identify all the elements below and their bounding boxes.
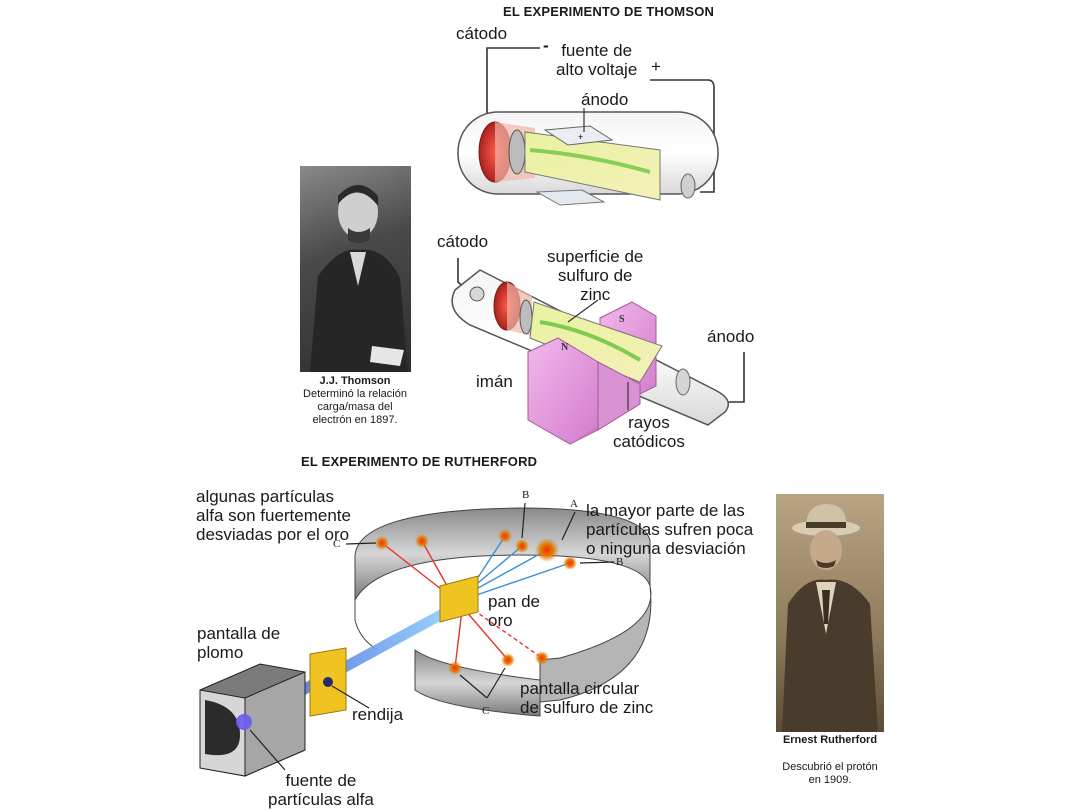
rutherford-name: Ernest Rutherford bbox=[782, 734, 878, 746]
letter-b-right: B bbox=[616, 556, 624, 568]
letter-c-bottom: C bbox=[482, 705, 490, 717]
thomson-title: EL EXPERIMENTO DE THOMSON bbox=[503, 4, 715, 19]
thomson-portrait bbox=[300, 166, 411, 372]
svg-text:+: + bbox=[578, 132, 583, 142]
label-superficie: superficie de sulfuro de zinc bbox=[547, 247, 644, 304]
pole-n-label: N bbox=[561, 342, 569, 353]
label-minus: - bbox=[543, 36, 549, 55]
label-iman: imán bbox=[476, 372, 513, 391]
label-pan-oro: pan de oro bbox=[488, 592, 540, 630]
label-fuente-voltaje: fuente de alto voltaje bbox=[556, 41, 638, 79]
thomson-caption: Determinó la relación carga/masa del ele… bbox=[303, 388, 407, 426]
label-anodo-bottom: ánodo bbox=[707, 327, 755, 346]
letter-c-left: C bbox=[333, 538, 341, 550]
scintillation-spots bbox=[375, 529, 577, 675]
letter-b-top: B bbox=[522, 489, 530, 501]
thomson-name: J.J. Thomson bbox=[319, 375, 391, 387]
thomson-tube-top: + bbox=[457, 111, 719, 206]
zinc-screen-bottom bbox=[529, 301, 663, 383]
label-pantalla-plomo: pantalla de plomo bbox=[197, 624, 281, 662]
label-fuente-alfa: fuente de partículas alfa bbox=[268, 771, 374, 809]
pole-s-label: S bbox=[619, 314, 625, 325]
label-mayor-parte: la mayor parte de las partículas sufren … bbox=[586, 501, 754, 558]
label-rendija: rendija bbox=[352, 705, 404, 724]
label-catodo-top: cátodo bbox=[456, 24, 508, 43]
label-anodo-top: ánodo bbox=[581, 90, 629, 109]
rutherford-title: EL EXPERIMENTO DE RUTHERFORD bbox=[301, 454, 538, 469]
magnet-n bbox=[527, 337, 641, 445]
label-desviadas: algunas partículas alfa son fuertemente … bbox=[196, 487, 351, 544]
rutherford-caption: Descubrió el protón en 1909. bbox=[782, 761, 878, 786]
lead-box bbox=[199, 663, 306, 777]
gold-foil bbox=[439, 575, 479, 623]
wire-cathode-top bbox=[486, 47, 540, 126]
rutherford-portrait bbox=[776, 494, 884, 732]
label-rayos-catodicos: rayos catódicos bbox=[613, 413, 685, 451]
rutherford-ring bbox=[354, 507, 652, 717]
label-pantalla-circular: pantalla circular de sulfuro de zinc bbox=[520, 679, 654, 717]
wire-anode-top bbox=[650, 79, 715, 193]
letter-a: A bbox=[570, 498, 578, 510]
label-catodo-bottom: cátodo bbox=[437, 232, 489, 251]
rutherford-leaders bbox=[249, 502, 615, 771]
label-plus: + bbox=[651, 57, 661, 76]
